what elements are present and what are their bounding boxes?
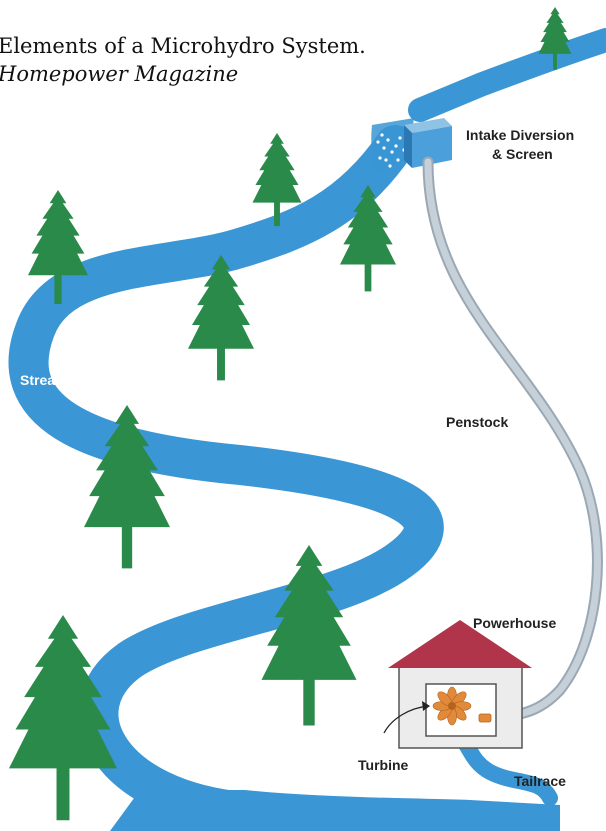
intake-diversion: Intake Diversion & Screen	[371, 118, 574, 175]
caption-title: Elements of a Microhydro System.	[0, 34, 366, 58]
penstock-pipe	[424, 158, 601, 722]
turbine-label: Turbine	[358, 757, 409, 773]
intake-label-line2: & Screen	[492, 146, 553, 162]
caption-source: Homepower Magazine	[0, 62, 238, 86]
tailrace-label: Tailrace	[514, 773, 566, 789]
intake-box-top	[404, 118, 452, 133]
powerhouse-label: Powerhouse	[473, 615, 556, 631]
stream-label: Stream	[20, 372, 67, 388]
turbine-icon	[432, 686, 472, 726]
penstock: Penstock	[422, 156, 603, 724]
intake-box-front	[412, 126, 452, 168]
penstock-nozzle	[478, 713, 492, 723]
intake-box-side	[404, 125, 412, 168]
powerhouse: Powerhouse	[388, 615, 556, 749]
tree-icon	[9, 615, 117, 821]
intake-label-line1: Intake Diversion	[466, 127, 574, 143]
screen-droplets	[376, 133, 406, 168]
penstock-label: Penstock	[446, 414, 508, 430]
caption: Elements of a Microhydro System. Homepow…	[0, 34, 366, 86]
turbine-pointer	[383, 701, 430, 734]
stream-lower-edge	[110, 790, 560, 831]
powerhouse-roof	[388, 620, 532, 668]
stream-upper-channel	[408, 28, 606, 122]
